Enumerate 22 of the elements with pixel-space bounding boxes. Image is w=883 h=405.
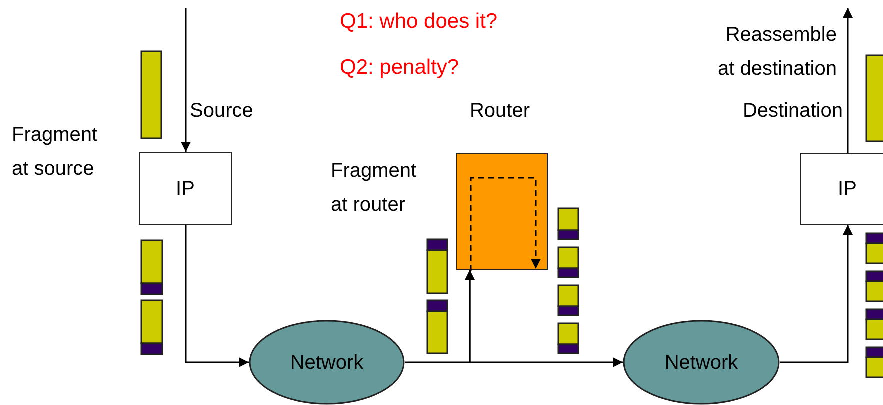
arrow xyxy=(405,270,475,364)
annotation-text: Fragment at source xyxy=(12,123,99,182)
question-text: Q1: who does it? xyxy=(340,9,499,35)
network-ellipse xyxy=(249,320,405,405)
ip-box xyxy=(800,153,883,225)
arrow xyxy=(181,8,191,152)
node-caption: Source xyxy=(190,99,254,124)
arrow xyxy=(469,270,623,368)
annotation-text: Reassemble at destination xyxy=(717,23,837,82)
node-label: Network xyxy=(664,350,738,376)
node-caption: Router xyxy=(468,99,532,124)
node-label: Network xyxy=(290,350,364,376)
arrow xyxy=(185,225,249,368)
arrow xyxy=(780,225,853,364)
node-caption: Destination xyxy=(742,99,843,124)
node-label: IP xyxy=(176,176,195,202)
arrow xyxy=(843,8,853,153)
node-label: IP xyxy=(838,177,857,202)
annotation-text: Fragment at router xyxy=(331,159,418,218)
network-ellipse xyxy=(623,320,780,405)
question-text: Q2: penalty? xyxy=(340,55,460,81)
ip-box xyxy=(139,152,232,225)
